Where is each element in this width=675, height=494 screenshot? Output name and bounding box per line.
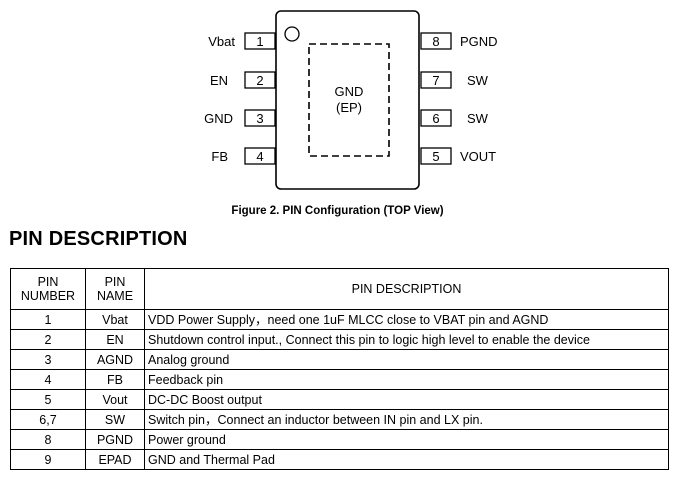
pin-name: SW (467, 73, 489, 88)
table-row: 1 Vbat VDD Power Supply，need one 1uF MLC… (10, 309, 669, 330)
pin-name-cell: SW (85, 409, 145, 430)
left-pin-4: 4 FB (211, 147, 276, 165)
pin-description-cell: Power ground (144, 429, 669, 450)
left-pin-2: 2 EN (210, 71, 276, 89)
pin-description-table: PIN NUMBER PIN NAME PIN DESCRIPTION 1 Vb… (10, 268, 669, 470)
left-pin-1: 1 Vbat (208, 32, 276, 50)
pin-number: 8 (432, 34, 439, 49)
pin-number: 3 (256, 111, 263, 126)
right-pin-7: 7 SW (420, 71, 489, 89)
left-pin-3: 3 GND (204, 109, 276, 127)
table-row: 4 FB Feedback pin (10, 369, 669, 390)
header-pin-number: PIN NUMBER (10, 268, 86, 310)
header-pin-name-line2: NAME (96, 289, 134, 303)
section-title: PIN DESCRIPTION (9, 228, 188, 250)
pin-configuration-diagram: GND (EP) 1 Vbat 2 EN 3 GND 4 FB 8 PGND (0, 0, 675, 230)
pin-number-cell: 6,7 (10, 409, 86, 430)
pin-name: VOUT (460, 149, 496, 164)
table-header-row: PIN NUMBER PIN NAME PIN DESCRIPTION (10, 268, 669, 310)
table-row: 2 EN Shutdown control input., Connect th… (10, 329, 669, 350)
header-pin-number-line1: PIN (37, 275, 59, 289)
right-pin-8: 8 PGND (420, 32, 498, 50)
pin-number: 1 (256, 34, 263, 49)
pin-name-cell: Vout (85, 389, 145, 410)
exposed-pad-outline (308, 43, 390, 157)
pin-name: FB (211, 149, 228, 164)
figure-caption: Figure 2. PIN Configuration (TOP View) (231, 205, 444, 217)
pin-number: 4 (256, 149, 263, 164)
pin-description-cell: DC-DC Boost output (144, 389, 669, 410)
pin-description-cell: GND and Thermal Pad (144, 449, 669, 470)
pin-name-cell: EN (85, 329, 145, 350)
pin-number: 5 (432, 149, 439, 164)
pin-number: 6 (432, 111, 439, 126)
table-row: 5 Vout DC-DC Boost output (10, 389, 669, 410)
pin-number-cell: 3 (10, 349, 86, 370)
pin-name-cell: FB (85, 369, 145, 390)
pin-name: EN (210, 73, 228, 88)
pin-number: 7 (432, 73, 439, 88)
pin-number-cell: 5 (10, 389, 86, 410)
right-pin-5: 5 VOUT (420, 147, 496, 165)
pin-name: SW (467, 111, 489, 126)
header-pin-description: PIN DESCRIPTION (144, 268, 669, 310)
pin-description-cell: VDD Power Supply，need one 1uF MLCC close… (144, 309, 669, 330)
pin-name-cell: EPAD (85, 449, 145, 470)
table-row: 8 PGND Power ground (10, 429, 669, 450)
pin-number: 2 (256, 73, 263, 88)
pin-name-cell: PGND (85, 429, 145, 450)
table-row: 3 AGND Analog ground (10, 349, 669, 370)
pin-number-cell: 4 (10, 369, 86, 390)
table-row: 6,7 SW Switch pin，Connect an inductor be… (10, 409, 669, 430)
pin-description-cell: Shutdown control input., Connect this pi… (144, 329, 669, 350)
header-pin-name: PIN NAME (85, 268, 145, 310)
exposed-pad-label: GND (335, 84, 364, 99)
pin-name-cell: Vbat (85, 309, 145, 330)
pin-number-cell: 9 (10, 449, 86, 470)
pin-name: Vbat (208, 34, 235, 49)
pin-name: PGND (460, 34, 498, 49)
header-pin-number-line2: NUMBER (20, 289, 76, 303)
pin-description-cell: Feedback pin (144, 369, 669, 390)
pin-description-cell: Analog ground (144, 349, 669, 370)
pin-number-cell: 2 (10, 329, 86, 350)
pin-name-cell: AGND (85, 349, 145, 370)
table-row: 9 EPAD GND and Thermal Pad (10, 449, 669, 470)
package-body (275, 10, 420, 190)
pin-name: GND (204, 111, 233, 126)
header-pin-name-line1: PIN (104, 275, 126, 289)
pin-number-cell: 8 (10, 429, 86, 450)
package-drawing: GND (EP) 1 Vbat 2 EN 3 GND 4 FB 8 PGND (204, 10, 498, 190)
right-pin-6: 6 SW (420, 109, 489, 127)
pin-number-cell: 1 (10, 309, 86, 330)
pin-description-cell: Switch pin，Connect an inductor between I… (144, 409, 669, 430)
exposed-pad-sublabel: (EP) (336, 100, 362, 115)
pin1-indicator (284, 26, 300, 42)
